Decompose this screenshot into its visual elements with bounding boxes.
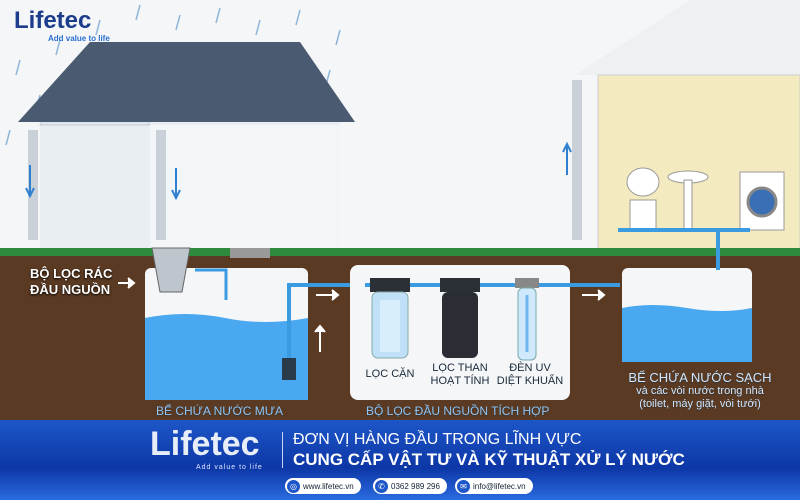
logo-text: Lifetec bbox=[14, 7, 92, 34]
globe-icon: ◎ bbox=[287, 479, 300, 493]
clean-tank-sub2: (toilet, máy giặt, vòi tưới) bbox=[639, 398, 761, 410]
uv-line2: DIỆT KHUẨN bbox=[496, 375, 564, 387]
clean-tank-label: BỂ CHỨA NƯỚC SẠCH và các vòi nước trong … bbox=[600, 370, 800, 411]
website-link[interactable]: ◎www.lifetec.vn bbox=[285, 478, 361, 494]
left-house bbox=[18, 42, 355, 250]
clean-tank-title: BỂ CHỨA NƯỚC SẠCH bbox=[628, 370, 772, 385]
uv-line1: ĐÈN UV bbox=[509, 362, 551, 374]
right-house bbox=[562, 0, 800, 251]
top-logo: Lifetec Add value to life bbox=[14, 8, 110, 44]
carbon-line2: HOẠT TÍNH bbox=[430, 375, 490, 387]
banner-logo: Lifetec bbox=[150, 425, 260, 463]
pre-filter-label-line1: BỘ LỌC RÁC bbox=[30, 266, 113, 281]
uv-lamp-label: ĐÈN UV DIỆT KHUẨN bbox=[496, 362, 564, 388]
mail-icon: ✉ bbox=[457, 479, 470, 493]
banner-headline-1: ĐƠN VỊ HÀNG ĐẦU TRONG LĨNH VỰC bbox=[293, 431, 582, 448]
pre-filter-label-line2: ĐẦU NGUỒN bbox=[30, 282, 111, 297]
email-text: info@lifetec.vn bbox=[473, 481, 526, 491]
email-link[interactable]: ✉info@lifetec.vn bbox=[455, 478, 533, 494]
sediment-filter-label: LỌC CẶN bbox=[365, 368, 415, 380]
phone-text: 0362 989 296 bbox=[391, 481, 440, 491]
banner-tagline: Add value to life bbox=[196, 464, 263, 471]
rain-tank bbox=[145, 247, 365, 400]
carbon-filter-label: LỌC THAN HOẠT TÍNH bbox=[426, 362, 494, 388]
filter-system-label: BỘ LỌC ĐẦU NGUỒN TÍCH HỢP bbox=[366, 404, 550, 418]
carbon-line1: LỌC THAN bbox=[432, 362, 488, 374]
rain-tank-label: BỂ CHỨA NƯỚC MƯA bbox=[156, 404, 284, 418]
filter-system bbox=[350, 265, 620, 400]
phone-link[interactable]: ✆0362 989 296 bbox=[373, 478, 447, 494]
banner-divider bbox=[282, 432, 283, 468]
pre-filter-label: BỘ LỌC RÁC ĐẦU NGUỒN bbox=[30, 266, 112, 298]
banner-headline-2: CUNG CẤP VẬT TƯ VÀ KỸ THUẬT XỬ LÝ NƯỚC bbox=[293, 450, 685, 469]
phone-icon: ✆ bbox=[375, 479, 388, 493]
clean-tank bbox=[622, 230, 752, 362]
clean-tank-sub1: và các vòi nước trong nhà bbox=[636, 385, 764, 397]
grass bbox=[0, 248, 800, 256]
website-text: www.lifetec.vn bbox=[303, 481, 354, 491]
logo-tagline: Add value to life bbox=[48, 34, 110, 43]
flow-arrows bbox=[118, 277, 606, 352]
